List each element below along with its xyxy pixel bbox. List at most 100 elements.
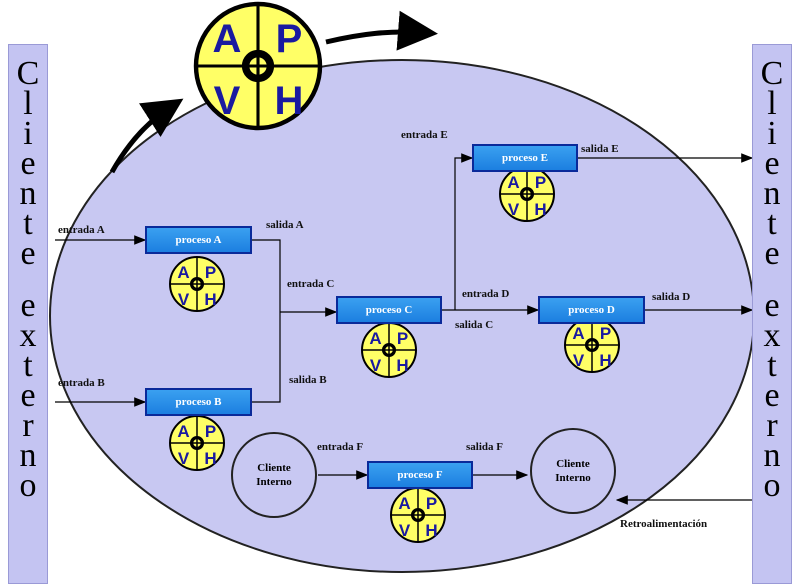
cycle-letter-p: P [426, 494, 437, 513]
client-letter: t [767, 205, 777, 242]
client-letter: n [763, 437, 781, 474]
rotation-icon [189, 435, 205, 451]
client-letter: e [764, 145, 780, 182]
cycle-letter-v: V [399, 521, 411, 540]
client-letter: i [23, 115, 33, 152]
client-letter: e [764, 287, 780, 324]
client-letter: e [20, 235, 36, 272]
client-letter: e [764, 235, 780, 272]
cycle-letter-v: V [508, 200, 520, 219]
cycle-letter-v: V [178, 290, 190, 309]
cycle-letter-h: H [204, 449, 216, 468]
line-salida-a [252, 239, 281, 312]
label-entrada-f: entrada F [317, 441, 364, 453]
cycle-arrow-left [109, 98, 184, 174]
cycle-letter-a: A [507, 173, 519, 192]
cycle-letter-v: V [214, 79, 241, 123]
process-f: proceso F [367, 461, 473, 489]
cycle-letter-a: A [177, 422, 189, 441]
cycle-arrow-right [325, 10, 438, 51]
client-letter: r [766, 407, 778, 444]
cycle-letter-a: A [572, 324, 584, 343]
cycle-letter-v: V [178, 449, 190, 468]
rotation-icon [584, 337, 600, 353]
cycle-letter-a: A [398, 494, 410, 513]
label-salida-e: salida E [581, 143, 619, 155]
label-salida-f: salida F [466, 441, 503, 453]
cycle-letter-v: V [370, 356, 382, 375]
cycle-letter-h: H [204, 290, 216, 309]
cycle-letter-h: H [534, 200, 546, 219]
client-letter: t [23, 205, 33, 242]
cycle-letter-p: P [276, 17, 303, 61]
cliente-interno-line2: Interno [555, 472, 591, 484]
cliente-interno-line2: Interno [256, 476, 292, 488]
rotation-icon [410, 507, 426, 523]
cliente-interno-line1: Cliente [556, 458, 590, 470]
label-retroalimentacion: Retroalimentación [620, 518, 708, 530]
process-a: proceso A [145, 226, 252, 254]
rotation-icon [519, 186, 535, 202]
label-salida-b: salida B [289, 374, 327, 386]
process-b: proceso B [145, 388, 252, 416]
label-entrada-c: entrada C [287, 278, 335, 290]
cliente-interno-left: Cliente Interno [231, 432, 317, 518]
client-letter: l [23, 85, 33, 122]
cycle-letter-p: P [600, 324, 611, 343]
client-letter: n [19, 175, 37, 212]
rotation-icon [381, 342, 397, 358]
cliente-interno-line1: Cliente [257, 462, 291, 474]
cycle-letter-h: H [275, 79, 304, 123]
cycle-letter-p: P [205, 263, 216, 282]
label-salida-a: salida A [266, 219, 304, 231]
client-letter: e [20, 377, 36, 414]
rotation-icon [189, 276, 205, 292]
process-c: proceso C [336, 296, 442, 324]
client-letter: l [767, 85, 777, 122]
label-salida-d: salida D [652, 291, 691, 303]
client-letter: n [19, 437, 37, 474]
cycle-letter-p: P [397, 329, 408, 348]
cycle-letter-a: A [213, 17, 242, 61]
arrow-entrada-e [454, 153, 474, 310]
client-letter: e [20, 145, 36, 182]
cycle-letter-a: A [369, 329, 381, 348]
client-letter: e [764, 377, 780, 414]
label-entrada-d: entrada D [462, 288, 510, 300]
label-entrada-a: entrada A [58, 224, 105, 236]
process-d: proceso D [538, 296, 645, 324]
cycle-letter-h: H [396, 356, 408, 375]
client-letter: C [16, 55, 40, 92]
cycle-letter-h: H [599, 351, 611, 370]
client-letter: o [763, 467, 781, 504]
client-letter: x [763, 317, 781, 354]
process-e: proceso E [472, 144, 578, 172]
client-letter: C [760, 55, 784, 92]
label-entrada-e: entrada E [401, 129, 448, 141]
client-letter: i [767, 115, 777, 152]
client-letter: t [23, 347, 33, 384]
label-entrada-b: entrada B [58, 377, 105, 389]
rotation-icon [241, 49, 275, 83]
client-letter: x [19, 317, 37, 354]
label-salida-c: salida C [455, 319, 494, 331]
client-letter: t [767, 347, 777, 384]
cycle-letter-h: H [425, 521, 437, 540]
cycle-letter-p: P [205, 422, 216, 441]
client-letter: r [22, 407, 34, 444]
client-letter: e [20, 287, 36, 324]
client-letter: o [19, 467, 37, 504]
client-letter: n [763, 175, 781, 212]
cycle-letter-a: A [177, 263, 189, 282]
cycle-letter-v: V [573, 351, 585, 370]
